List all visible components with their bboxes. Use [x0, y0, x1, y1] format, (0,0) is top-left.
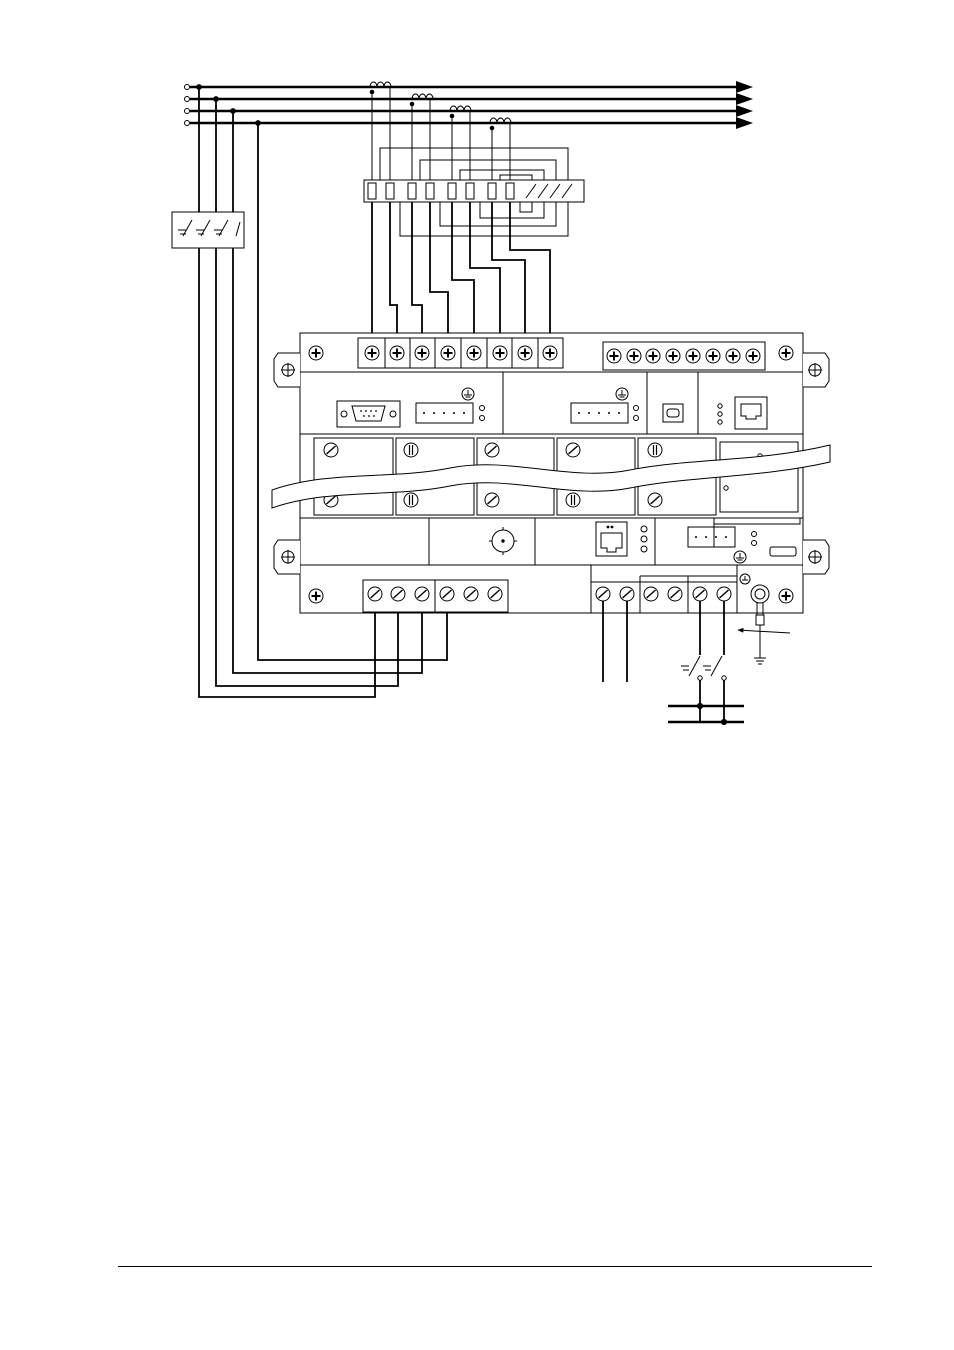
test-switch-block: [364, 148, 584, 236]
usb-port: [663, 404, 683, 422]
rj-port: [596, 522, 627, 556]
indicator-leds: [641, 526, 647, 552]
current-transformers: [370, 82, 511, 180]
supply-lines: [185, 81, 754, 129]
ethernet-port: [735, 397, 767, 429]
serial-port: [337, 401, 400, 427]
top-terminal-row: [309, 338, 793, 370]
footer-rule: [118, 1266, 872, 1267]
status-leds: [718, 404, 722, 424]
ct-wires: [372, 202, 550, 342]
plug-in-modules: [272, 438, 830, 515]
aux-supply-wiring: [603, 601, 744, 725]
